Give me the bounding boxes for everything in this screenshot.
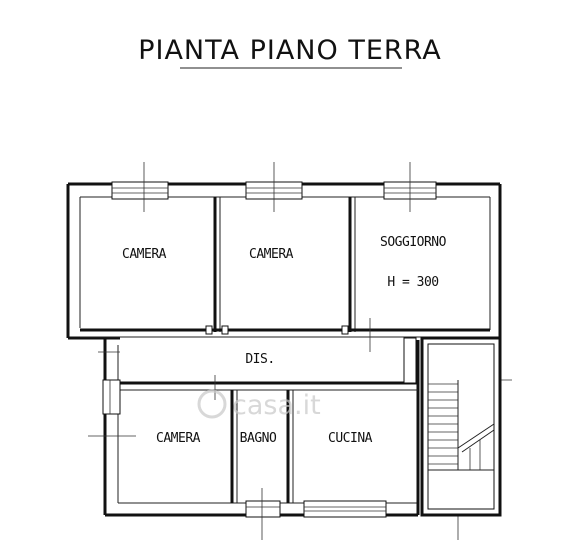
windows-bottom [245, 500, 387, 518]
room-height-soggiorno: H = 300 [387, 275, 438, 290]
wall-junctions [205, 325, 417, 384]
stair-block [420, 336, 502, 517]
watermark: casa.it [197, 389, 321, 421]
lower-partitions [118, 381, 418, 503]
door-swings [214, 318, 371, 400]
window-left [102, 379, 121, 415]
watermark-text: casa.it [232, 390, 321, 421]
room-label-camera-2: CAMERA [249, 247, 294, 262]
room-label-bagno: BAGNO [240, 431, 277, 446]
room-label-camera-1: CAMERA [122, 247, 167, 262]
room-label-soggiorno: SOGGIORNO [380, 235, 447, 250]
upper-partitions [80, 197, 490, 338]
room-label-cucina: CUCINA [328, 431, 373, 446]
room-label-camera-3: CAMERA [156, 431, 201, 446]
plan-title: PIANTA PIANO TERRA [138, 35, 442, 66]
room-label-disimpegno: DIS. [245, 352, 274, 367]
